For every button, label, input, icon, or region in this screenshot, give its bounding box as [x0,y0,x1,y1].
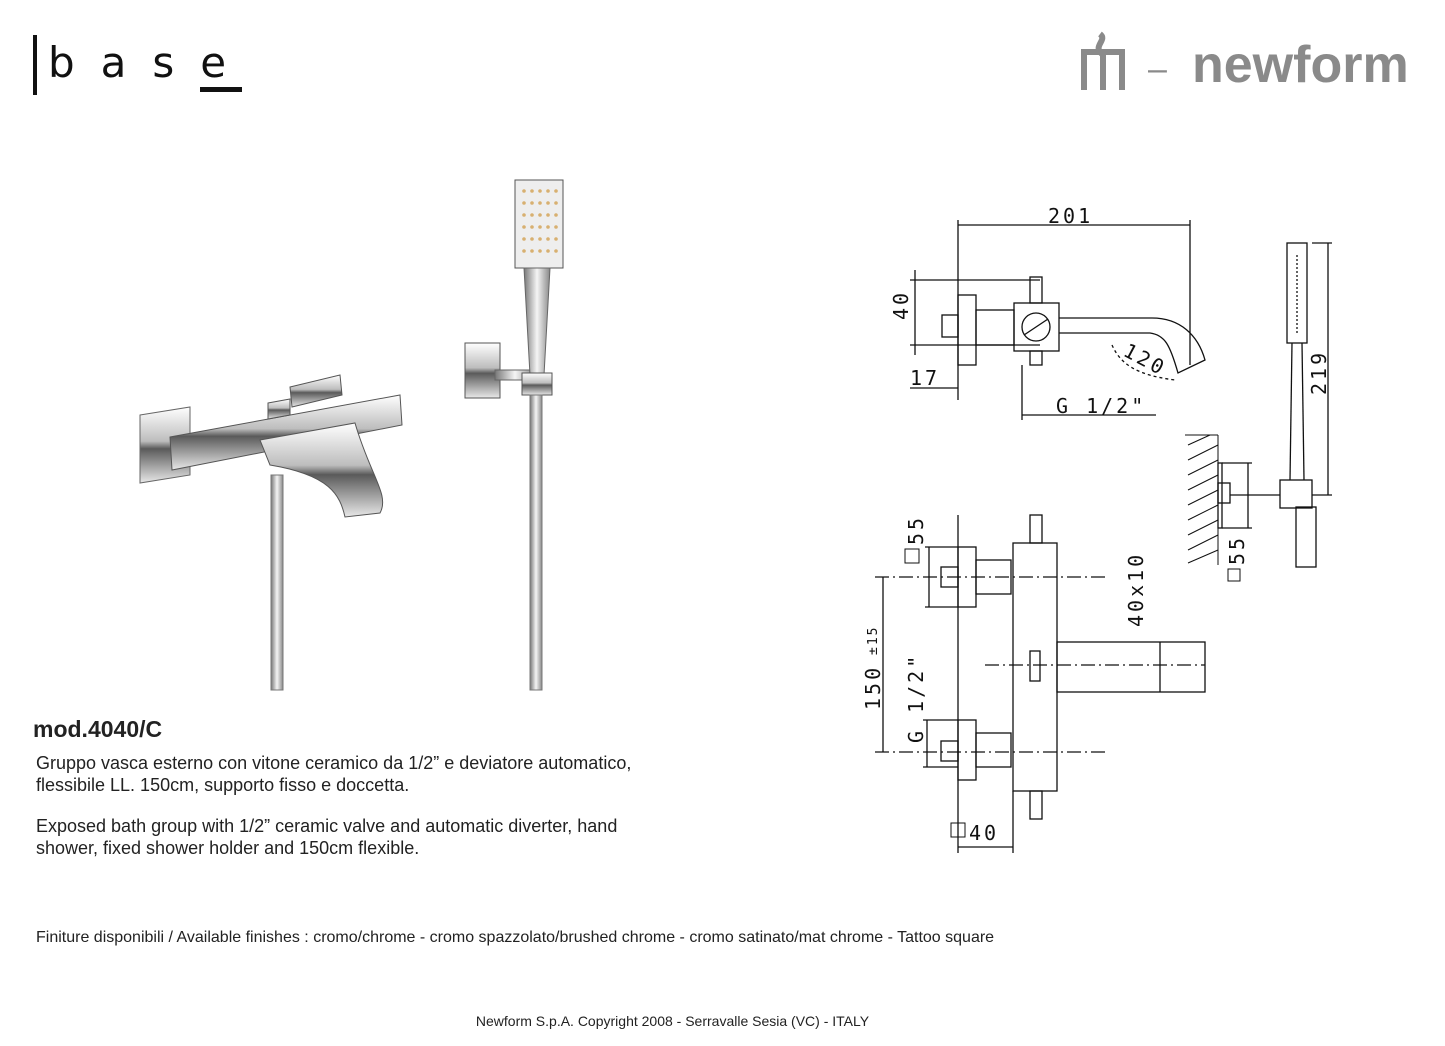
newform-symbol-icon [1081,31,1125,90]
shower-head-nozzles-icon [522,189,558,253]
dim-219: 219 [1307,350,1331,395]
product-photo-mixer [130,175,430,695]
dim-front-40: 40 [969,821,999,845]
newform-logo-text: newform [1192,36,1409,94]
base-logo: base [30,30,250,100]
dim-17: 17 [910,366,940,390]
dim-side-55: 55 [1225,535,1249,565]
dim-thread-front: G 1/2" [904,653,928,743]
dim-front-55: 55 [904,515,928,545]
description-english-line-2: shower, fixed shower holder and 150cm fl… [36,838,420,858]
right-handle [289,374,343,408]
mixer-body [169,394,403,471]
dim-40x10: 40x10 [1124,552,1148,627]
dim-tolerance: ±15 [866,626,881,655]
shower-holder [521,372,553,396]
base-logo-underline [200,87,242,92]
base-logo-bar [33,35,37,95]
newform-logo: – newform [1078,30,1438,102]
dim-120-angle: 120 [1120,338,1171,380]
wall-hatch-icon [1185,434,1219,565]
description-italian-line-1: Gruppo vasca esterno con vitone ceramico… [36,753,632,773]
technical-drawing-side-view: 219 55 [1180,235,1340,585]
technical-drawing-top-view: 201 40 120 17 G 1/2" [880,195,1230,435]
product-photo-shower [460,175,570,695]
shower-head [514,179,564,269]
copyright-footer: Newform S.p.A. Copyright 2008 - Serraval… [475,1013,870,1029]
description-english-line-1: Exposed bath group with 1/2” ceramic val… [36,816,618,836]
description-italian: Gruppo vasca esterno con vitone ceramico… [36,752,736,796]
available-finishes: Finiture disponibili / Available finishe… [36,929,995,946]
hose-right [529,394,543,691]
spout [259,422,384,518]
shower-handle [523,267,551,376]
center-knob [267,398,291,420]
base-logo-text: base [48,38,250,87]
shower-wall-plate [464,342,501,399]
model-number: mod.4040/C [33,716,163,742]
dim-40: 40 [889,290,913,320]
dim-201: 201 [1048,204,1093,228]
description-english: Exposed bath group with 1/2” ceramic val… [36,815,736,859]
newform-logo-dash: – [1148,50,1167,88]
hose-left [270,474,284,691]
dim-150: 150 [861,665,885,710]
description-italian-line-2: flessibile LL. 150cm, supporto fisso e d… [36,775,410,795]
technical-drawing-front-view: 150 ±15 55 G 1/2" 40x10 40 [855,505,1220,865]
dim-thread-top: G 1/2" [1056,394,1146,418]
